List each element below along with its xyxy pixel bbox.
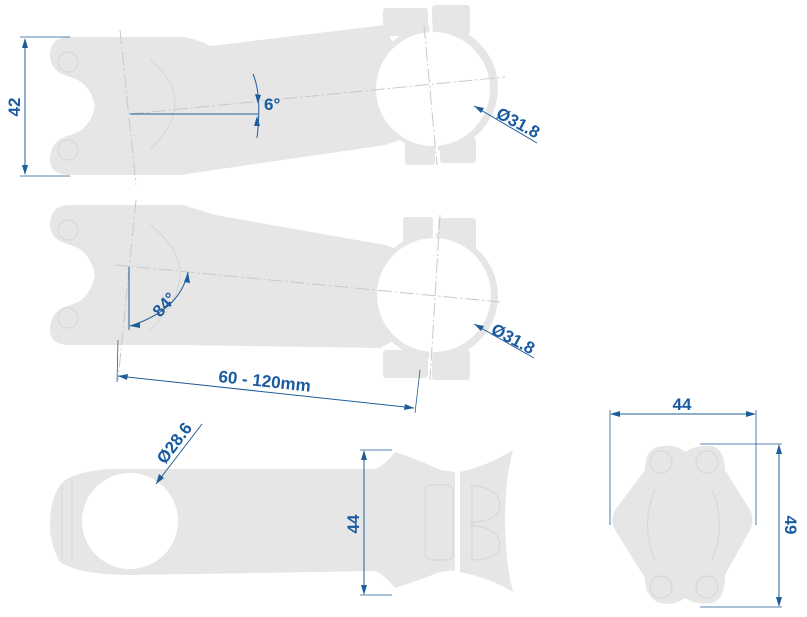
- clamp-tab-bottom-left: [405, 140, 435, 165]
- faceplate-topview: [460, 450, 513, 592]
- front-view: 44 49: [609, 395, 800, 608]
- bar-hole-top: [376, 32, 490, 146]
- clamp-tab-middle-bottom-right: [432, 350, 470, 380]
- faceplate-front: [612, 445, 753, 604]
- clamp-tab-middle-bottom-left: [383, 350, 428, 378]
- clamp-tab-top-left: [383, 8, 428, 36]
- side-view-middle: 84° 60 - 120mm Ø31.8: [50, 199, 538, 414]
- dimension-label-42: 42: [5, 98, 24, 117]
- dimension-label-6deg: 6°: [264, 95, 280, 114]
- bar-hole-middle: [377, 238, 491, 352]
- dimension-label-bar-diameter-top: Ø31.8: [493, 104, 543, 143]
- dimension-label-faceplate-width: 44: [673, 395, 692, 414]
- clamp-tab-top-right: [432, 5, 470, 35]
- steerer-hole: [82, 473, 178, 569]
- side-view-top: 42 6° Ø31.8: [5, 4, 543, 186]
- dimension-label-bar-diameter-middle: Ø31.8: [488, 320, 538, 359]
- stem-body-top: [50, 25, 400, 175]
- top-view: Ø28.6 44: [50, 419, 513, 596]
- clamp-tab-bottom-right: [440, 138, 476, 163]
- dimension-label-clamp-height: 44: [344, 514, 363, 533]
- stem-body-middle: [50, 205, 400, 348]
- dimension-label-faceplate-height: 49: [781, 516, 800, 535]
